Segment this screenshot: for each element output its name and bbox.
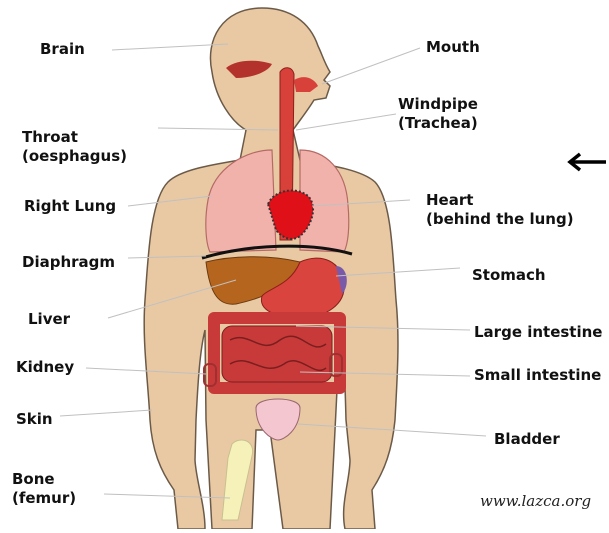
left-arrow-icon — [566, 152, 606, 172]
label-heart: Heart (behind the lung) — [426, 191, 574, 229]
label-large-intestine: Large intestine — [474, 323, 602, 342]
label-skin: Skin — [16, 410, 53, 429]
label-kidney: Kidney — [16, 358, 74, 377]
label-mouth: Mouth — [426, 38, 480, 57]
label-stomach: Stomach — [472, 266, 546, 285]
label-liver: Liver — [28, 310, 70, 329]
label-bladder: Bladder — [494, 430, 560, 449]
small-intestine — [222, 326, 332, 382]
site-credit: www.lazca.org — [480, 492, 591, 510]
label-windpipe: Windpipe (Trachea) — [398, 95, 478, 133]
label-brain: Brain — [40, 40, 85, 59]
label-diaphragm: Diaphragm — [22, 253, 115, 272]
label-right-lung: Right Lung — [24, 197, 116, 216]
label-bone: Bone (femur) — [12, 470, 76, 508]
label-small-intestine: Small intestine — [474, 366, 601, 385]
label-throat: Throat (oesphagus) — [22, 128, 127, 166]
